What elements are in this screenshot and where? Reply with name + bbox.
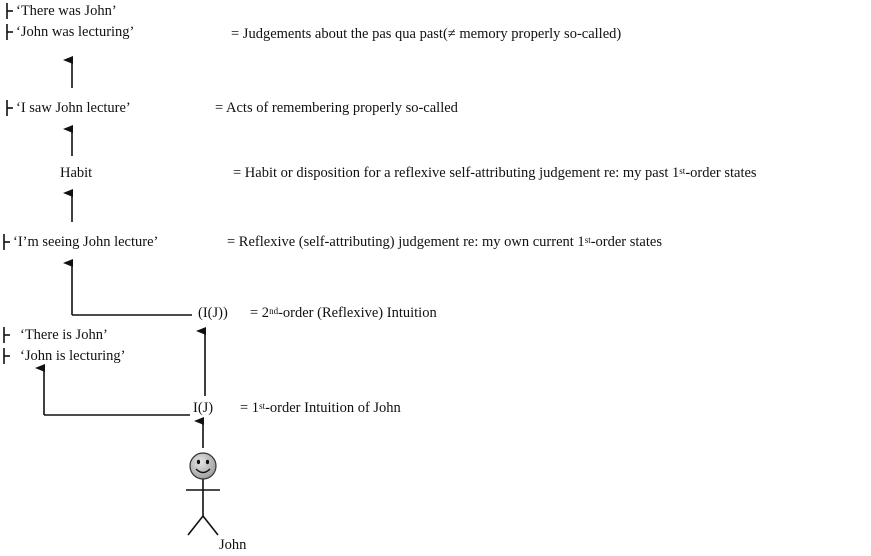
figure-leg-left	[187, 515, 204, 536]
past-judgement-line-2: ‘John was lecturing’	[16, 24, 135, 40]
habit-description: = Habit or disposition for a reflexive s…	[233, 165, 757, 181]
present-judgement-line-2: ‘John is lecturing’	[20, 348, 126, 364]
second-order-label: (I(J))	[198, 305, 228, 321]
figure-leg-right	[202, 515, 219, 536]
smiley-face-icon	[189, 452, 217, 480]
present-judgement-line-1: ‘There is John’	[20, 327, 108, 343]
habit-label: Habit	[60, 165, 93, 181]
past-judgement-line-1: ‘There was John’	[16, 3, 117, 19]
second-order-description: = 2nd-order (Reflexive) Intuition	[250, 305, 437, 321]
reflexive-label: ‘I’m seeing John lecture’	[13, 234, 159, 250]
first-order-label: I(J)	[193, 400, 214, 416]
first-order-description: = 1st-order Intuition of John	[240, 400, 401, 416]
remembering-label: ‘I saw John lecture’	[16, 100, 131, 116]
past-judgement-description: = Judgements about the pas qua past(≠ me…	[231, 26, 622, 42]
remembering-description: = Acts of remembering properly so-called	[215, 100, 458, 116]
john-label: John	[219, 537, 247, 553]
reflexive-description: = Reflexive (self-attributing) judgement…	[227, 234, 662, 250]
